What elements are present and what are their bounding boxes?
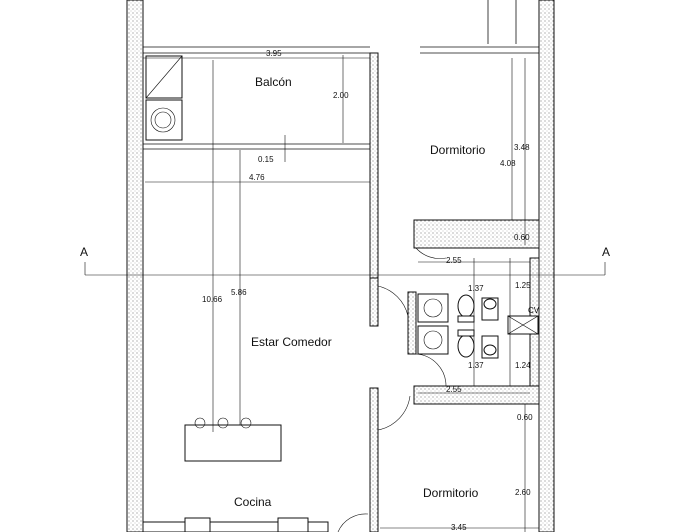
kitchen-counter: [142, 517, 329, 532]
dim-label: 2.60: [515, 488, 531, 497]
dim-label: 2.55: [446, 256, 462, 265]
room-label-dormitorio-bottom: Dormitorio: [423, 486, 479, 500]
room-label-dormitorio-top: Dormitorio: [430, 143, 486, 157]
dining-table: [184, 417, 282, 462]
center-wall-mid: [369, 277, 379, 327]
dim-label: 1.37: [468, 284, 484, 293]
balcony-rail: [143, 55, 370, 150]
bath-wall-top: [413, 219, 540, 249]
right-exterior-wall: [538, 0, 555, 532]
dim-label: 1.25: [515, 281, 531, 290]
left-exterior-wall: [126, 0, 144, 532]
center-wall-upper: [369, 52, 379, 279]
dim-label: 3.95: [266, 49, 282, 58]
dim-label: 3.45: [451, 523, 467, 532]
dim-label: 4.08: [500, 159, 516, 168]
bath-wall-bottom: [413, 385, 540, 405]
dim-label: 5.86: [231, 288, 247, 297]
dim-label: 2.55: [446, 385, 462, 394]
dimension-lines: [143, 55, 539, 532]
dim-label: 1.37: [468, 361, 484, 370]
dim-label: 3.48: [514, 143, 530, 152]
dim-label: 2.00: [333, 91, 349, 100]
doors: [337, 247, 447, 532]
dim-label: 10.66: [202, 295, 223, 304]
section-label-left: A: [80, 245, 88, 259]
room-label-estar-comedor: Estar Comedor: [251, 335, 332, 349]
bathroom-fixtures: [417, 293, 539, 359]
dim-label: 4.76: [249, 173, 265, 182]
center-wall-lower: [369, 387, 379, 532]
top-wall-lines: [142, 0, 539, 54]
bath-wall-left: [407, 291, 417, 355]
section-label-right: A: [602, 245, 610, 259]
room-label-balcon: Balcón: [255, 75, 292, 89]
dim-label: 0.60: [517, 413, 533, 422]
dim-label: 0.60: [514, 233, 530, 242]
cv-label: CV: [528, 306, 540, 315]
dim-label: 1.24: [515, 361, 531, 370]
room-label-cocina: Cocina: [234, 495, 272, 509]
dim-label: 0.15: [258, 155, 274, 164]
